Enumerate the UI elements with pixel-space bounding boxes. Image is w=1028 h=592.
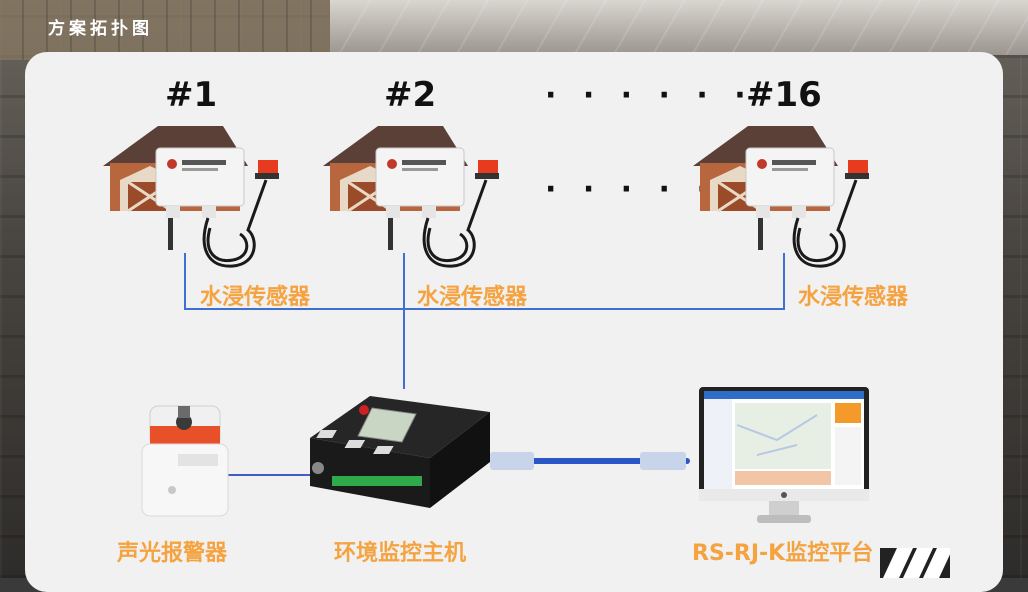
background-boxes [0, 0, 330, 60]
ellipsis-top: · · · · · · [545, 78, 754, 113]
sensor-16-number: #16 [746, 75, 822, 115]
sensor-box-icon [745, 147, 869, 218]
sensor-2-drop-line [403, 253, 405, 389]
alarm-label: 声光报警器 [117, 541, 228, 566]
sensor-2-label: 水浸传感器 [417, 285, 528, 310]
probe-icon [168, 179, 268, 268]
sensor-16-drop-line [783, 253, 785, 309]
environment-host-icon [310, 396, 490, 508]
decorative-stripes [880, 548, 950, 578]
probe-icon [758, 179, 858, 268]
sensor-box-icon [375, 147, 499, 218]
sensor-16-label: 水浸传感器 [798, 285, 909, 310]
platform-label: RS-RJ-K监控平台 [692, 541, 874, 566]
sensor-1-drop-line [184, 253, 186, 309]
sensor-1-label: 水浸传感器 [200, 285, 311, 310]
rj45-connector-left-icon [490, 452, 534, 470]
sensor-16-unit [693, 126, 869, 268]
network-cable [495, 458, 690, 464]
page-title: 方案拓扑图 [48, 19, 153, 39]
sound-light-alarm-icon [141, 405, 229, 517]
background-roof [330, 0, 1028, 55]
probe-icon [388, 179, 488, 268]
sensor-1-unit [103, 126, 279, 268]
sensor-2-unit [323, 126, 499, 268]
alarm-connection-line [228, 474, 318, 476]
sensor-2-number: #2 [384, 75, 437, 115]
host-label: 环境监控主机 [334, 541, 467, 566]
sensor-box-icon [155, 147, 279, 218]
rj45-connector-right-icon [640, 452, 686, 470]
bus-line [184, 308, 785, 310]
monitoring-platform-monitor-icon [699, 387, 869, 523]
sensor-1-number: #1 [165, 75, 218, 115]
